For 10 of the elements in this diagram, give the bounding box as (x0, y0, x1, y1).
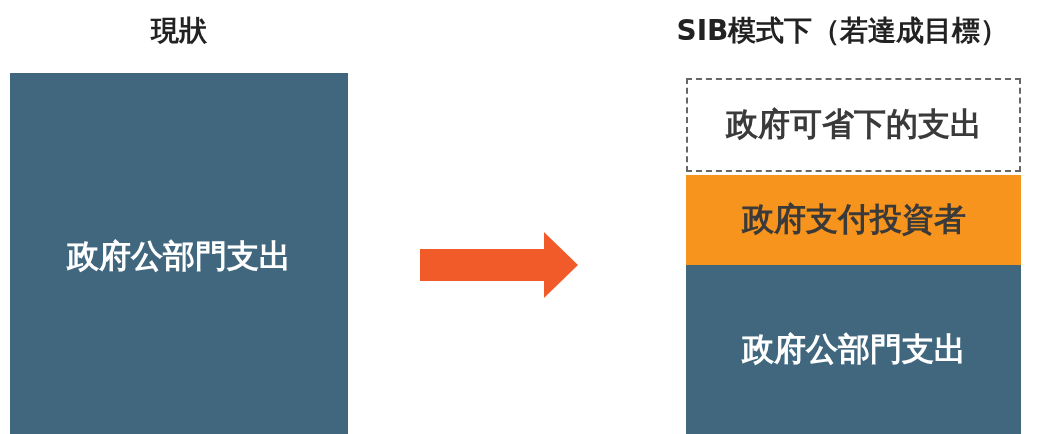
process-box (686, 265, 1021, 434)
column-heading: SIB模式下（若達成目標） (675, 13, 1010, 49)
box-label: 政府可省下的支出 (724, 104, 983, 145)
box-label: 政府公部門支出 (65, 236, 292, 277)
box-label: 政府公部門支出 (740, 328, 967, 370)
dashed-box (686, 78, 1021, 172)
column-heading: 現狀 (149, 13, 208, 49)
block-arrow (420, 232, 578, 298)
process-box (686, 175, 1021, 265)
box-label: 政府支付投資者 (740, 199, 967, 240)
